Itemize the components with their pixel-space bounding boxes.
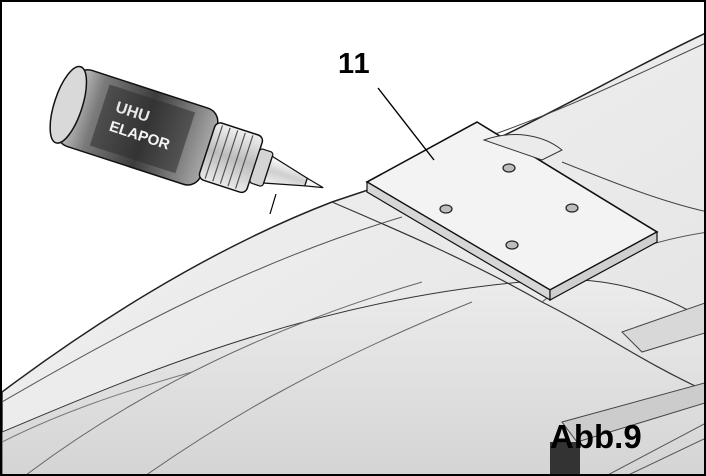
fuselage-side	[2, 278, 704, 474]
mounting-hole	[565, 203, 579, 213]
part-number-label: 11	[338, 48, 371, 80]
adhesive-bottle: UHU ELAPOR	[49, 65, 324, 194]
mounting-hole	[502, 163, 516, 173]
mounting-hole	[505, 240, 519, 250]
callout-leader-line	[377, 87, 435, 161]
mounting-hole	[439, 204, 453, 214]
bottle-nozzle	[262, 155, 309, 187]
wing-mount-plate	[365, 121, 659, 302]
mounting-holes	[439, 163, 579, 250]
figure-number-label: Abb.9	[550, 418, 642, 455]
